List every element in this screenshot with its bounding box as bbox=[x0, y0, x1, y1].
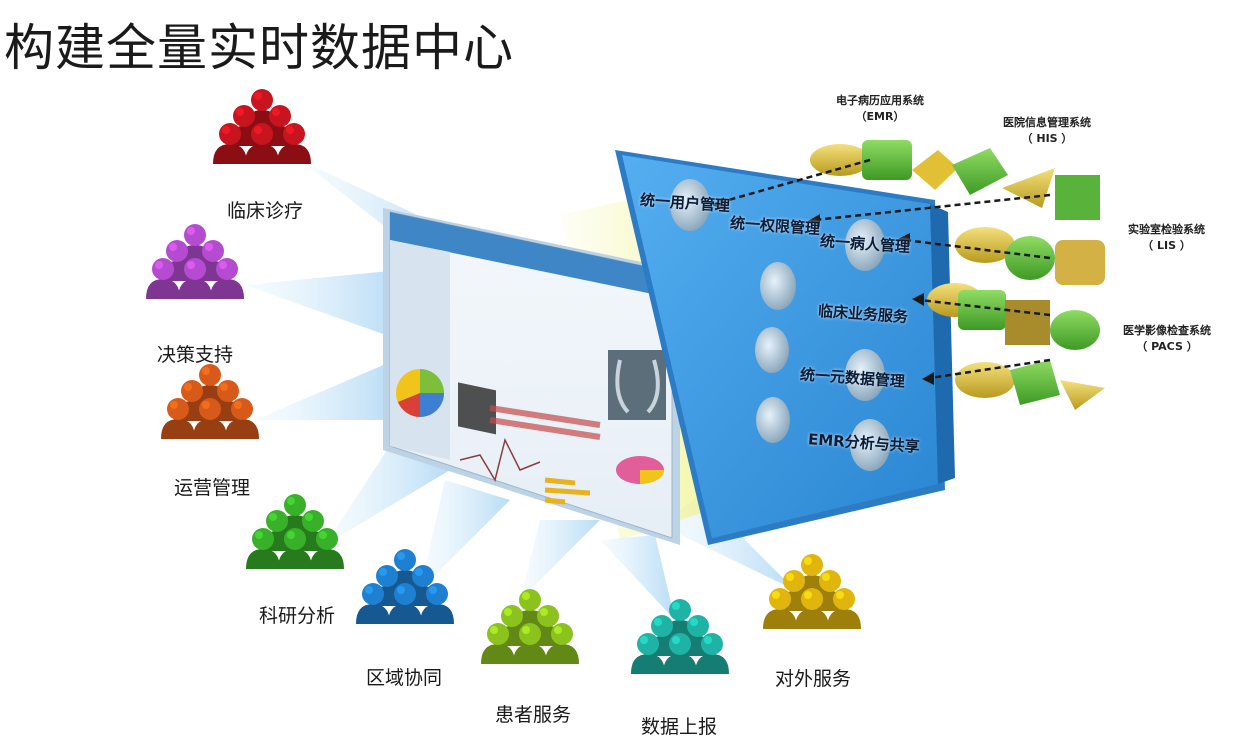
user-group-icon bbox=[481, 589, 579, 664]
user-group-label-reporting: 数据上报 bbox=[641, 712, 717, 739]
system-name: 医院信息管理系统 bbox=[1003, 115, 1091, 131]
user-group-icon bbox=[146, 224, 244, 299]
user-group-label-clinical: 临床诊疗 bbox=[227, 196, 303, 223]
system-label-lis: 实验室检验系统 （ LIS ） bbox=[1128, 222, 1205, 254]
system-label-emr: 电子病历应用系统 （EMR） bbox=[836, 93, 924, 125]
system-name: 电子病历应用系统 bbox=[836, 93, 924, 109]
system-name: 实验室检验系统 bbox=[1128, 222, 1205, 238]
user-group-icon bbox=[631, 599, 729, 674]
user-group-icon bbox=[161, 364, 259, 439]
system-label-his: 医院信息管理系统 （ HIS ） bbox=[1003, 115, 1091, 147]
user-group-label-research: 科研分析 bbox=[259, 601, 335, 628]
user-group-icon bbox=[213, 89, 311, 164]
user-group-label-operations: 运营管理 bbox=[174, 473, 250, 500]
user-group-label-external: 对外服务 bbox=[775, 664, 851, 691]
user-group-label-decision: 决策支持 bbox=[157, 340, 233, 367]
system-label-pacs: 医学影像检查系统 （ PACS ） bbox=[1123, 323, 1211, 355]
system-name: 医学影像检查系统 bbox=[1123, 323, 1211, 339]
system-code: （ PACS ） bbox=[1123, 339, 1211, 355]
user-group-icon bbox=[246, 494, 344, 569]
system-code: （ HIS ） bbox=[1003, 131, 1091, 147]
user-group-icon bbox=[763, 554, 861, 629]
system-code: （ LIS ） bbox=[1128, 238, 1205, 254]
system-code: （EMR） bbox=[836, 109, 924, 125]
user-group-label-patient: 患者服务 bbox=[495, 700, 571, 727]
user-group-label-regional: 区域协同 bbox=[366, 663, 442, 690]
